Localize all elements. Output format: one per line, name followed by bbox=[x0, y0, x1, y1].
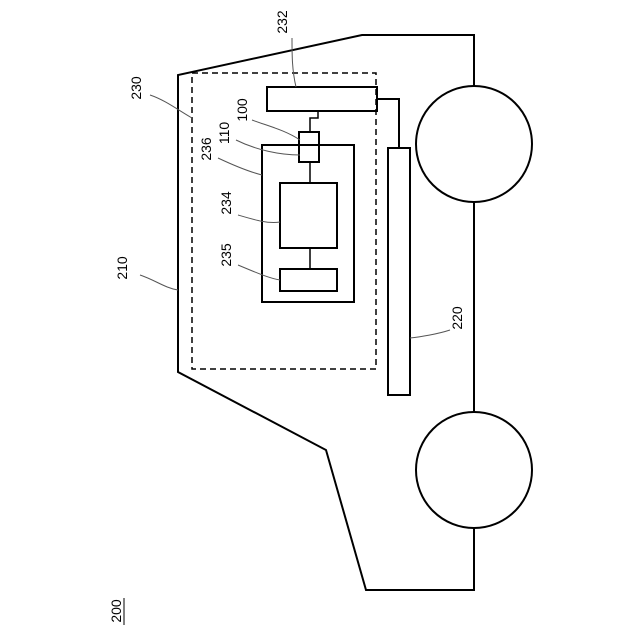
leader-220 bbox=[410, 330, 450, 338]
wheel-rear bbox=[416, 86, 532, 202]
leader-110 bbox=[236, 140, 300, 155]
label-230: 230 bbox=[128, 76, 144, 100]
label-236: 236 bbox=[198, 137, 214, 161]
component-235 bbox=[280, 269, 337, 291]
label-235: 235 bbox=[218, 243, 234, 267]
connector-232-220 bbox=[377, 99, 399, 148]
leader-232 bbox=[292, 38, 296, 87]
leader-230 bbox=[150, 95, 192, 118]
leader-235 bbox=[238, 265, 280, 280]
label-100: 100 bbox=[234, 98, 250, 122]
label-232: 232 bbox=[274, 10, 290, 34]
label-210: 210 bbox=[114, 256, 130, 280]
module-110 bbox=[299, 132, 319, 162]
housing-236 bbox=[262, 145, 354, 302]
battery-220 bbox=[388, 148, 410, 395]
component-234 bbox=[280, 183, 337, 248]
component-232 bbox=[267, 87, 377, 111]
connector-232-100 bbox=[310, 111, 318, 132]
label-110: 110 bbox=[216, 122, 232, 145]
leader-100 bbox=[252, 120, 300, 140]
wheel-front bbox=[416, 412, 532, 528]
label-220: 220 bbox=[449, 306, 465, 330]
leader-234 bbox=[238, 215, 280, 223]
label-234: 234 bbox=[218, 191, 234, 215]
figure-ref: 200 bbox=[108, 599, 124, 623]
leader-236 bbox=[218, 158, 262, 175]
leader-210 bbox=[140, 275, 178, 290]
unit-boundary-230 bbox=[192, 73, 376, 369]
